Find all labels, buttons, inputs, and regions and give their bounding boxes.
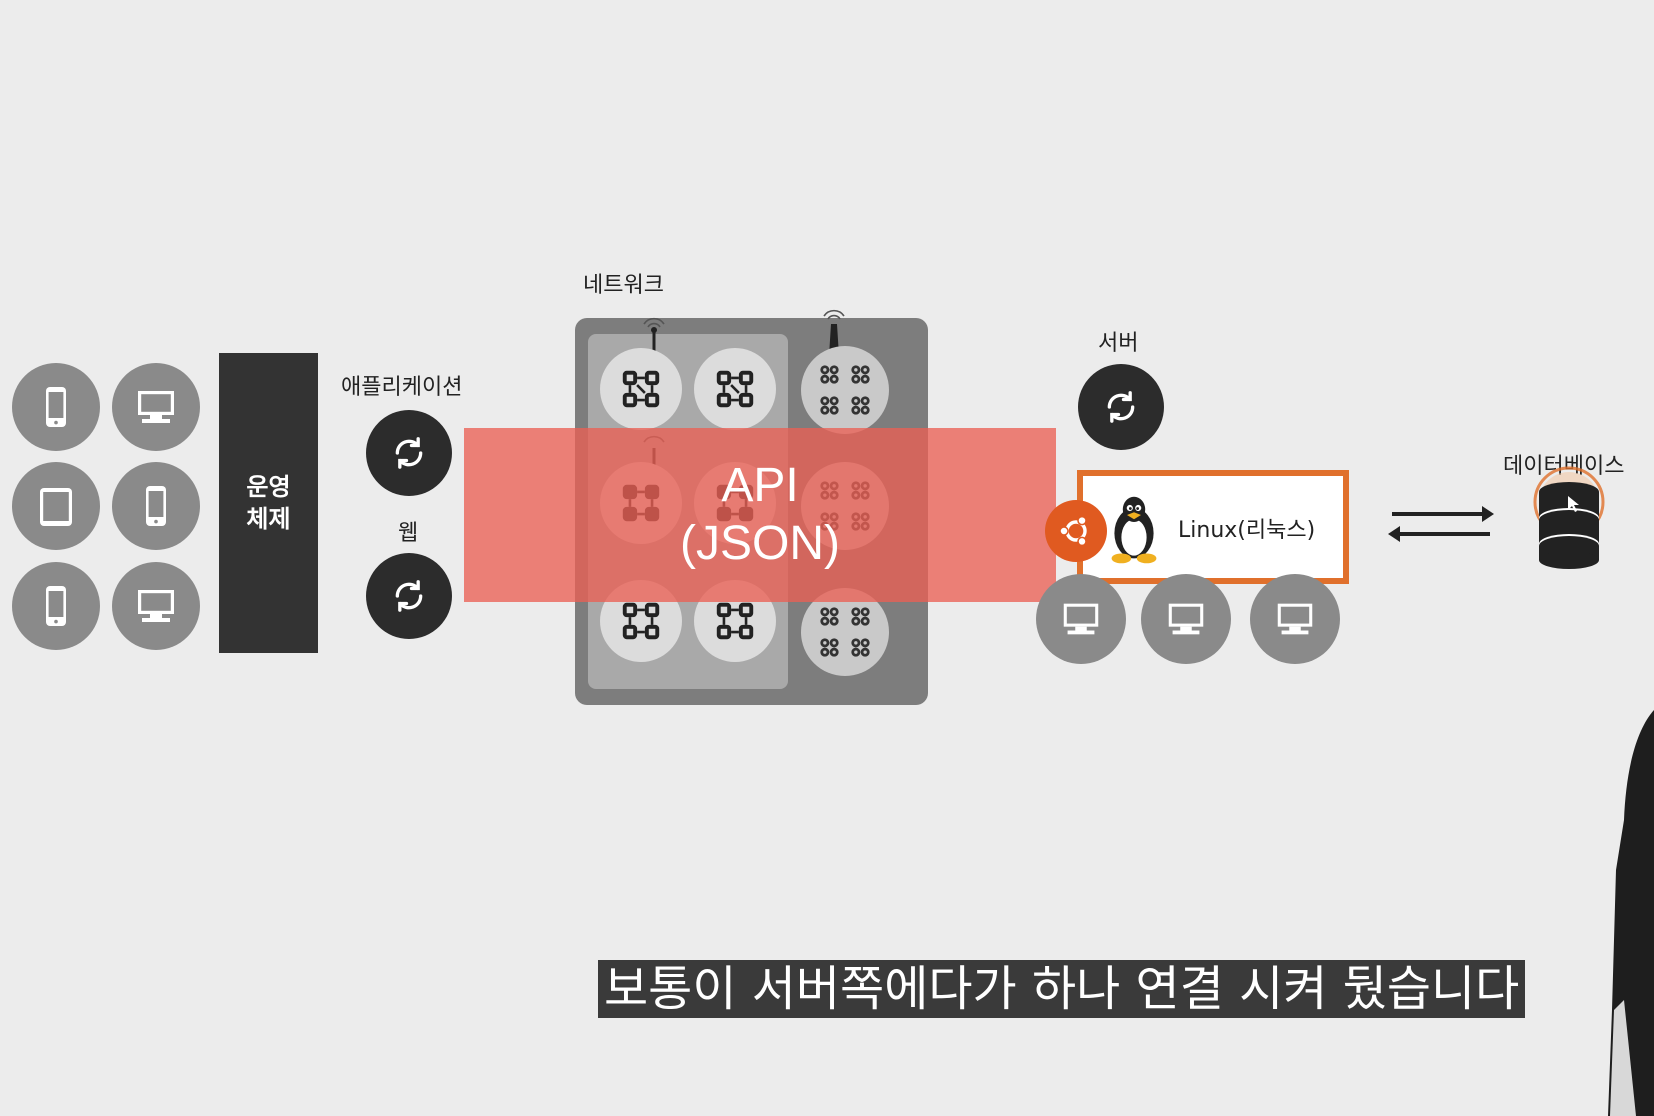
phone-icon (12, 562, 100, 650)
server-sync-icon (1078, 364, 1164, 450)
api-label: API (721, 459, 799, 512)
monitor-icon (1141, 574, 1231, 664)
network-cluster-icon (801, 346, 889, 434)
web-label: 웹 (398, 521, 419, 546)
application-sync-icon (366, 410, 452, 496)
phone-icon (112, 462, 200, 550)
web-sync-icon (366, 553, 452, 639)
network-cluster-icon (801, 588, 889, 676)
database-icon (1533, 466, 1605, 569)
network-label: 네트워크 (583, 273, 664, 298)
api-json-overlay: API (JSON) (464, 428, 1056, 602)
video-subtitle: 보통이 서버쪽에다가 하나 연결 시켜 뒀습니다 (598, 960, 1526, 1018)
network-node-icon (600, 348, 682, 430)
network-node-icon (694, 348, 776, 430)
phone-icon (12, 363, 100, 451)
server-label: 서버 (1098, 331, 1139, 356)
monitor-icon (1036, 574, 1126, 664)
application-label: 애플리케이션 (341, 375, 463, 400)
tux-penguin-icon (1111, 496, 1157, 564)
monitor-icon (112, 363, 200, 451)
ubuntu-logo-icon (1045, 500, 1107, 562)
exchange-arrows-icon (1388, 506, 1494, 542)
operating-system-box: 운영 체제 (219, 353, 318, 653)
tablet-icon (12, 462, 100, 550)
presenter-figure (1608, 710, 1654, 1116)
monitor-icon (112, 562, 200, 650)
json-label: (JSON) (680, 517, 840, 570)
linux-label: Linux(리눅스) (1178, 518, 1316, 543)
monitor-icon (1250, 574, 1340, 664)
os-label: 운영 체제 (246, 473, 291, 533)
